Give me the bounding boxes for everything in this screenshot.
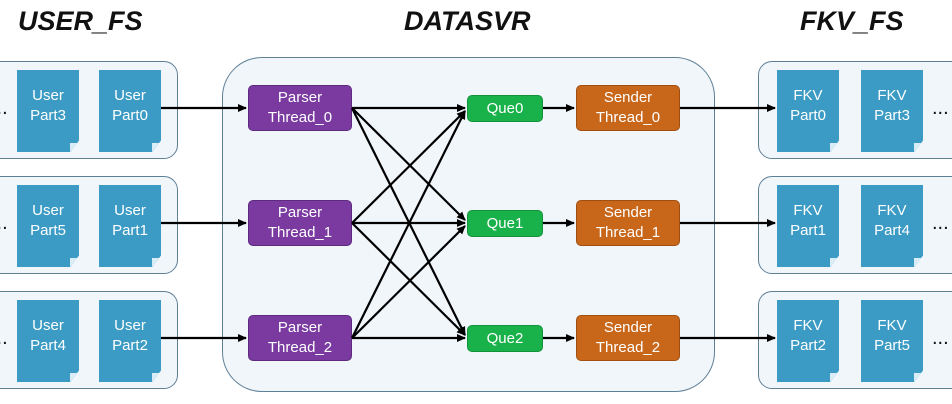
file-label: FKV Part5 <box>874 317 910 354</box>
user-row-2-ellipsis: ... <box>0 327 8 349</box>
sender-thread-1: Sender Thread_1 <box>576 200 680 246</box>
sender-thread-2: Sender Thread_2 <box>576 315 680 361</box>
fkv-row-2-ellipsis: ... <box>932 327 949 349</box>
user-file: User Part3 <box>17 70 79 152</box>
file-label: FKV Part2 <box>790 317 826 354</box>
parser-label: Parser Thread_2 <box>267 319 333 356</box>
user-file: User Part5 <box>17 185 79 267</box>
queue-label: Que2 <box>486 329 524 347</box>
queue-label: Que0 <box>486 99 524 117</box>
fkv-row-1-ellipsis: ... <box>932 212 949 234</box>
fkv-file: FKV Part3 <box>861 70 923 152</box>
file-label: User Part2 <box>112 317 148 354</box>
file-label: User Part3 <box>30 87 66 124</box>
queue-1: Que1 <box>467 210 543 237</box>
parser-label: Parser Thread_1 <box>267 204 333 241</box>
user-row-0-ellipsis: ... <box>0 97 8 119</box>
file-label: User Part0 <box>112 87 148 124</box>
user-file: User Part0 <box>99 70 161 152</box>
sender-thread-0: Sender Thread_0 <box>576 85 680 131</box>
queue-label: Que1 <box>486 214 524 232</box>
file-label: FKV Part0 <box>790 87 826 124</box>
sender-label: Sender Thread_0 <box>595 89 661 126</box>
queue-0: Que0 <box>467 95 543 122</box>
user-file: User Part2 <box>99 300 161 382</box>
parser-thread-0: Parser Thread_0 <box>248 85 352 131</box>
fkv-row-0-ellipsis: ... <box>932 97 949 119</box>
user-fs-title: USER_FS <box>18 6 143 36</box>
fkv-file: FKV Part2 <box>777 300 839 382</box>
parser-thread-2: Parser Thread_2 <box>248 315 352 361</box>
file-label: FKV Part4 <box>874 202 910 239</box>
fkv-file: FKV Part4 <box>861 185 923 267</box>
sender-label: Sender Thread_2 <box>595 319 661 356</box>
file-label: FKV Part3 <box>874 87 910 124</box>
fkv-file: FKV Part1 <box>777 185 839 267</box>
datasvr-title: DATASVR <box>404 6 531 36</box>
parser-thread-1: Parser Thread_1 <box>248 200 352 246</box>
fkv-file: FKV Part0 <box>777 70 839 152</box>
file-label: User Part5 <box>30 202 66 239</box>
file-label: User Part4 <box>30 317 66 354</box>
fkv-file: FKV Part5 <box>861 300 923 382</box>
user-file: User Part4 <box>17 300 79 382</box>
parser-label: Parser Thread_0 <box>267 89 333 126</box>
file-label: FKV Part1 <box>790 202 826 239</box>
queue-2: Que2 <box>467 325 543 352</box>
user-file: User Part1 <box>99 185 161 267</box>
user-row-1-ellipsis: ... <box>0 212 8 234</box>
fkv-fs-title: FKV_FS <box>800 6 904 36</box>
sender-label: Sender Thread_1 <box>595 204 661 241</box>
file-label: User Part1 <box>112 202 148 239</box>
